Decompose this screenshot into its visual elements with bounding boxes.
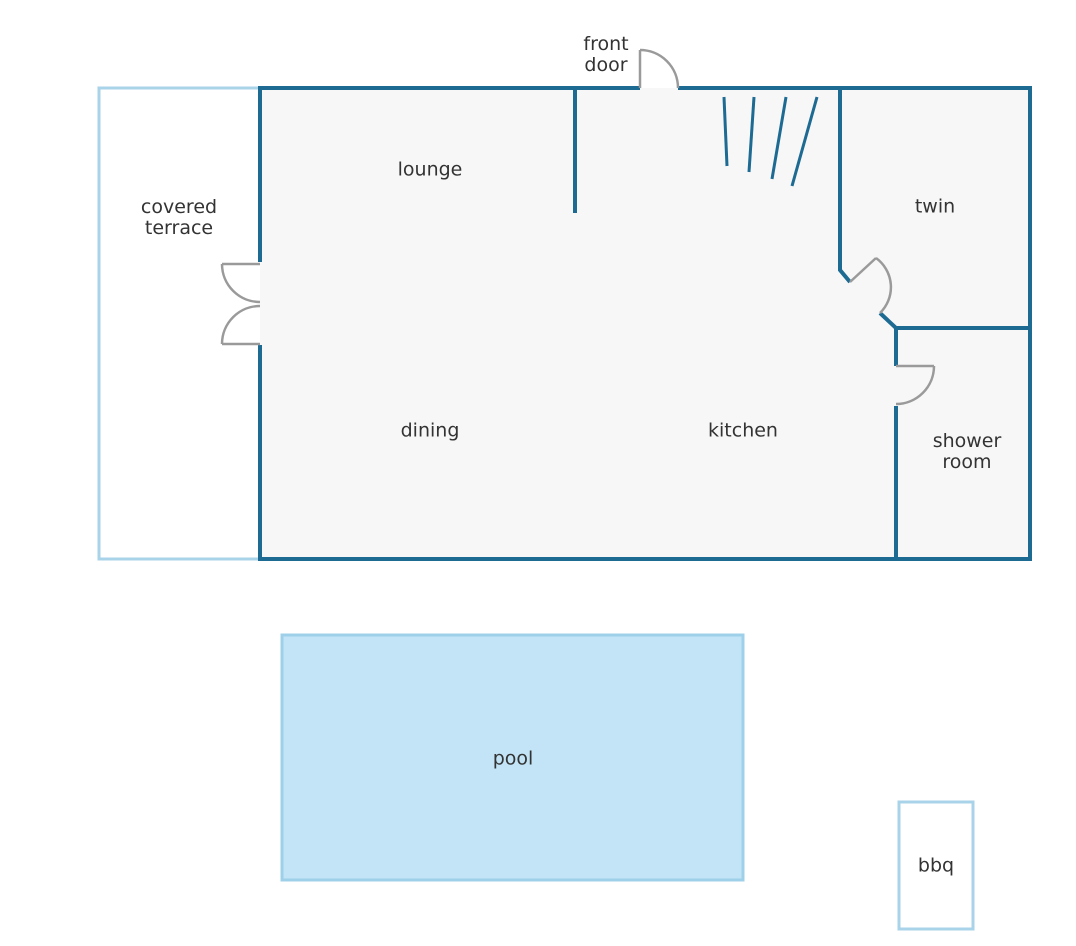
twin-room-door bbox=[849, 256, 893, 314]
twin-label: twin bbox=[914, 195, 956, 218]
covered-terrace-outline bbox=[97, 86, 260, 561]
pool bbox=[280, 633, 745, 882]
front-door-label: front door bbox=[583, 33, 629, 76]
exterior-wall-top-left bbox=[258, 86, 640, 262]
bbq-label: bbq bbox=[917, 854, 955, 877]
shower-room-label: shower room bbox=[932, 430, 1002, 473]
covered-terrace-label: covered terrace bbox=[140, 196, 218, 239]
stairs bbox=[722, 96, 819, 187]
lounge-label: lounge bbox=[397, 158, 463, 181]
house-floor bbox=[260, 88, 1030, 559]
exterior-wall-top-right bbox=[258, 86, 1032, 561]
front-door-swing bbox=[638, 48, 680, 89]
kitchen-label: kitchen bbox=[708, 419, 778, 442]
terrace-double-door bbox=[220, 262, 261, 346]
dining-label: dining bbox=[400, 419, 460, 442]
bbq bbox=[897, 800, 975, 931]
pool-label: pool bbox=[492, 747, 534, 770]
shower-room-door bbox=[895, 364, 936, 406]
twin-room-wall bbox=[838, 88, 852, 284]
